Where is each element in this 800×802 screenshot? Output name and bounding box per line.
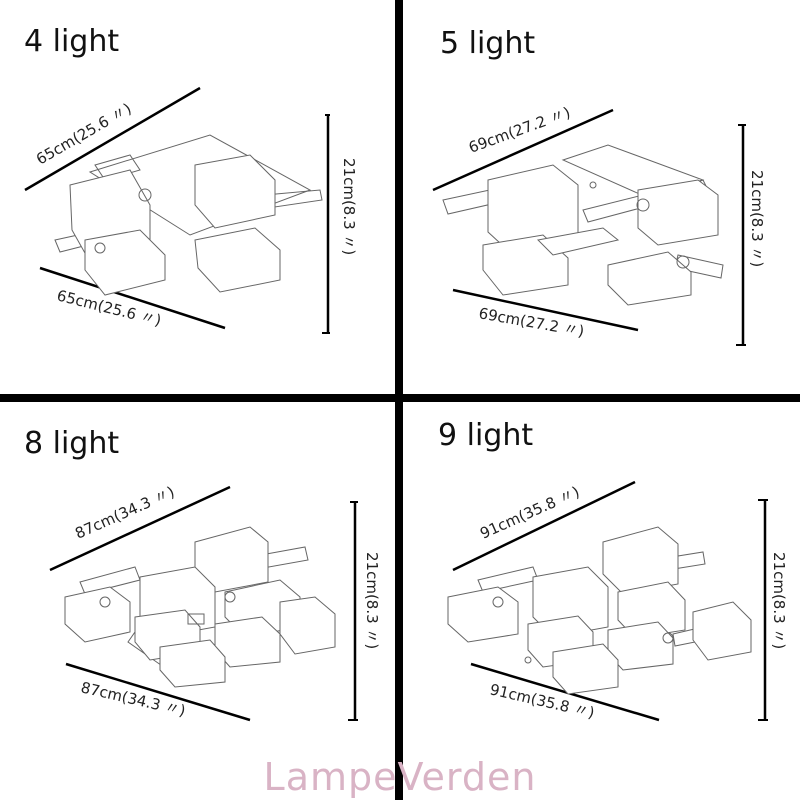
horizontal-divider (0, 394, 800, 402)
panel-9-light: 9 light 91cm(35.8 〃) 91cm(35.8 〃) 21cm(8… (403, 402, 800, 802)
depth-dimension-label: 69cm(27.2 〃) (477, 304, 585, 340)
width-dimension-label: 69cm(27.2 〃) (466, 103, 573, 156)
panel-title: 4 light (24, 24, 120, 59)
panel-8-light: 8 light 87cm(34.3 〃) 87cm(34.3 〃) 21cm(8… (0, 402, 400, 802)
panel-title: 8 light (24, 426, 120, 461)
panel-title: 9 light (438, 418, 534, 453)
panel-title: 5 light (440, 26, 536, 61)
lamp-sketch: 69cm(27.2 〃) 69cm(27.2 〃) 21cm(8.3 〃) (432, 103, 766, 346)
height-dimension-label: 21cm(8.3 〃) (770, 552, 788, 649)
panel-5-light: 5 light 69cm(27.2 〃) 69cm(27.2 〃) 21cm(8… (403, 0, 800, 400)
height-dimension-label: 21cm(8.3 〃) (363, 552, 381, 649)
lamp-sketch: 65cm(25.6 〃) 65cm(25.6 〃) 21cm(8.3 〃) (24, 86, 358, 334)
lamp-sketch: 87cm(34.3 〃) 87cm(34.3 〃) 21cm(8.3 〃) (49, 483, 381, 722)
width-dimension-label: 87cm(34.3 〃) (72, 483, 177, 543)
brand-watermark: LampeVerden (263, 755, 537, 799)
panel-4-light: 4 light 65cm(25.6 〃) 65cm(25.6 〃) 21cm(8… (0, 0, 400, 400)
height-dimension-label: 21cm(8.3 〃) (340, 158, 358, 255)
height-dimension-label: 21cm(8.3 〃) (748, 170, 766, 267)
lamp-sketch: 91cm(35.8 〃) 91cm(35.8 〃) 21cm(8.3 〃) (403, 480, 788, 722)
